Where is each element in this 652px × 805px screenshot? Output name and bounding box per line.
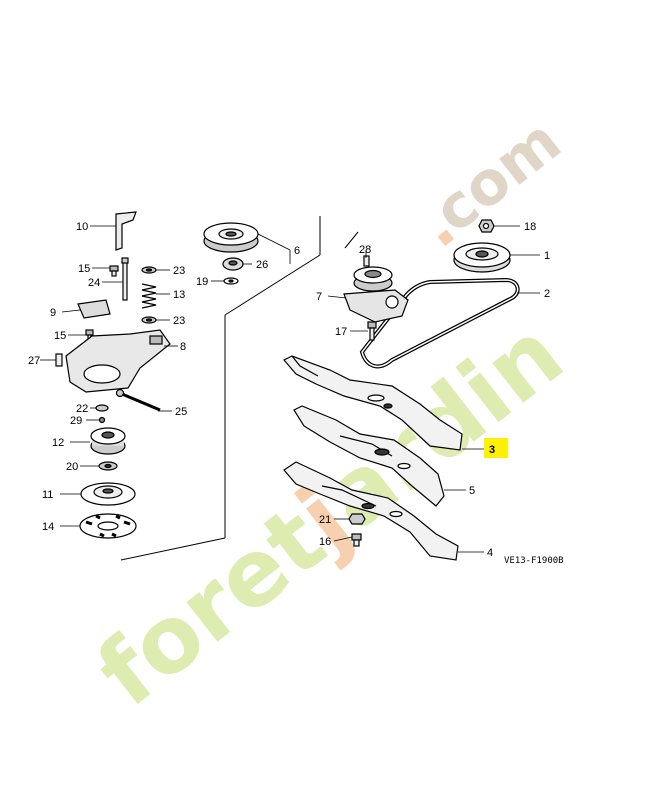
watermark: foretjardin . com bbox=[78, 106, 583, 727]
idler-part-7 bbox=[343, 266, 409, 323]
spring-part-13 bbox=[141, 283, 157, 309]
callout-26: 26 bbox=[256, 259, 268, 271]
callout-9: 9 bbox=[50, 307, 56, 319]
highlight-box bbox=[484, 438, 508, 458]
callout-15-top: 15 bbox=[78, 263, 90, 275]
callout-23-bottom: 23 bbox=[173, 315, 185, 327]
bolt-part-25 bbox=[115, 388, 161, 412]
callout-23-top: 23 bbox=[173, 265, 185, 277]
callout-14: 14 bbox=[42, 521, 54, 533]
frame-lines bbox=[120, 216, 359, 561]
callout-24: 24 bbox=[88, 277, 100, 289]
plate-part-9 bbox=[77, 299, 111, 319]
callout-28: 28 bbox=[359, 244, 371, 256]
bearing-part-26 bbox=[222, 257, 244, 271]
washer-part-19 bbox=[223, 277, 239, 285]
callout-18: 18 bbox=[524, 221, 536, 233]
arm-part-8 bbox=[65, 329, 171, 393]
rod-part-24 bbox=[121, 257, 129, 301]
callout-10: 10 bbox=[76, 221, 88, 233]
bolt-part-17 bbox=[367, 321, 377, 341]
belt-part-2 bbox=[359, 277, 520, 369]
washer-part-20 bbox=[98, 461, 118, 471]
nut-part-18 bbox=[478, 219, 495, 233]
callout-1: 1 bbox=[544, 250, 550, 262]
callout-3: 3 bbox=[489, 444, 495, 456]
blade-part-3 bbox=[283, 355, 463, 451]
blade-part-5 bbox=[293, 405, 445, 507]
callout-2: 2 bbox=[544, 288, 550, 300]
callout-25: 25 bbox=[175, 406, 187, 418]
callout-17: 17 bbox=[335, 326, 347, 338]
callout-19: 19 bbox=[196, 276, 208, 288]
part-drawings bbox=[55, 211, 520, 561]
pin-part-28 bbox=[363, 255, 370, 267]
pin-part-27 bbox=[55, 353, 63, 367]
disc-part-14 bbox=[79, 513, 137, 539]
callout-5: 5 bbox=[469, 485, 475, 497]
washer-part-23-bottom bbox=[141, 316, 157, 324]
callout-13: 13 bbox=[173, 289, 185, 301]
callout-11: 11 bbox=[42, 489, 53, 501]
ball-part-29 bbox=[98, 416, 106, 424]
adapter-part-11 bbox=[80, 482, 136, 506]
callout-20: 20 bbox=[66, 461, 78, 473]
bolt-part-16 bbox=[351, 533, 362, 547]
drawing-code: VE13-F1900B bbox=[504, 556, 564, 566]
washer-part-23-top bbox=[141, 266, 157, 274]
callout-4: 4 bbox=[487, 547, 493, 559]
callout-27: 27 bbox=[28, 355, 40, 367]
callout-29: 29 bbox=[70, 415, 82, 427]
nut-part-21 bbox=[348, 513, 366, 525]
callout-16: 16 bbox=[319, 536, 331, 548]
leader-lines bbox=[40, 225, 540, 553]
callout-22: 22 bbox=[76, 403, 88, 415]
callout-7: 7 bbox=[316, 291, 322, 303]
bolt-part-15-top bbox=[109, 265, 119, 277]
callout-21: 21 bbox=[319, 514, 331, 526]
callout-12: 12 bbox=[52, 437, 64, 449]
hub-part-12 bbox=[90, 427, 126, 455]
bracket-part-10 bbox=[115, 211, 137, 251]
callout-15-mid: 15 bbox=[54, 330, 66, 342]
callout-6: 6 bbox=[294, 245, 300, 257]
washer-part-22 bbox=[95, 404, 109, 412]
blade-part-4 bbox=[283, 461, 459, 561]
pulley-part-6 bbox=[203, 222, 259, 253]
callout-8: 8 bbox=[180, 341, 186, 353]
callout-labels: 1 2 3 4 5 6 7 8 9 10 11 12 13 14 15 15 1… bbox=[28, 221, 550, 559]
pulley-part-1 bbox=[453, 242, 511, 273]
